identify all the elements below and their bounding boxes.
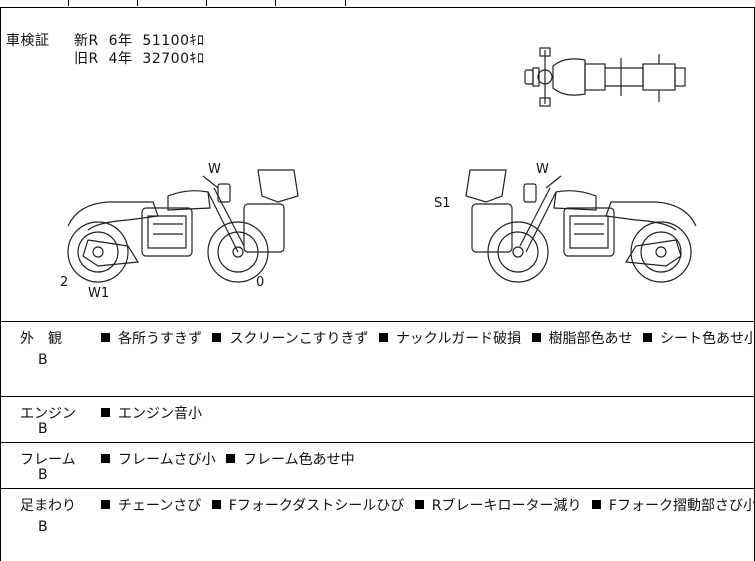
list-item: エンジン音小 — [101, 403, 202, 423]
mark-w1: W1 — [88, 286, 110, 301]
list-item: フレーム色あせ中 — [226, 449, 355, 469]
registration-old-mileage: 旧R 4年 32700ｷﾛ — [74, 51, 205, 67]
section-items: エンジン音小 — [101, 403, 208, 423]
section-engine: エンジン B エンジン音小 — [0, 397, 754, 443]
section-label: エンジン — [20, 406, 76, 422]
section-label: 外 観 — [20, 331, 62, 347]
section-grade: B — [38, 467, 48, 483]
top-cell-divider — [206, 0, 207, 6]
mark-w-right: W — [536, 162, 549, 177]
registration-label: 車検証 — [6, 33, 50, 49]
mark-s1: S1 — [434, 196, 451, 211]
section-label: 足まわり — [20, 498, 76, 514]
section-grade: B — [38, 352, 48, 368]
motorcycle-left-view-icon — [67, 169, 299, 283]
list-item: 樹脂部色あせ — [531, 328, 633, 348]
mark-w-left: W — [208, 162, 221, 177]
section-items: 各所うすきず スクリーンこすりきず ナックルガード破損 樹脂部色あせ シート色あ… — [101, 328, 755, 348]
registration-new-mileage: 新R 6年 51100ｷﾛ — [74, 33, 205, 49]
mark-0: 0 — [256, 275, 265, 290]
list-item: チェーンさび — [101, 495, 201, 515]
top-cell-divider — [68, 0, 69, 6]
section-frame: フレーム B フレームさび小 フレーム色あせ中 — [0, 443, 754, 489]
section-grade: B — [38, 519, 48, 535]
section-undercarriage: 足まわり B チェーンさび Fフォークダストシールひび Rブレーキローター減り … — [0, 489, 755, 561]
damage-diagram-panel: 車検証 新R 6年 51100ｷﾛ 旧R 4年 32700ｷﾛ — [0, 8, 754, 322]
list-item: ナックルガード破損 — [378, 328, 521, 348]
section-items: フレームさび小 フレーム色あせ中 — [101, 449, 361, 469]
motorcycle-right-view-icon — [465, 169, 697, 283]
section-label: フレーム — [20, 452, 76, 468]
section-exterior: 外 観 B 各所うすきず スクリーンこすりきず ナックルガード破損 樹脂部色あせ… — [0, 322, 755, 397]
list-item: Fフォークダストシールひび — [211, 495, 404, 515]
top-cell-divider — [137, 0, 138, 6]
list-item: Rブレーキローター減り — [414, 495, 581, 515]
list-item: フレームさび小 — [101, 449, 216, 469]
top-cell-divider — [345, 0, 346, 6]
list-item: シート色あせ小 — [643, 328, 755, 348]
list-item: Fフォーク摺動部さび小 — [591, 495, 755, 515]
section-items: チェーンさび Fフォークダストシールひび Rブレーキローター減り Fフォーク摺動… — [101, 495, 755, 515]
section-grade: B — [38, 421, 48, 437]
list-item: スクリーンこすりきず — [212, 328, 368, 348]
motorcycle-top-view-icon — [524, 47, 686, 107]
list-item: 各所うすきず — [101, 328, 202, 348]
top-cell-divider — [275, 0, 276, 6]
mark-2: 2 — [60, 275, 69, 290]
